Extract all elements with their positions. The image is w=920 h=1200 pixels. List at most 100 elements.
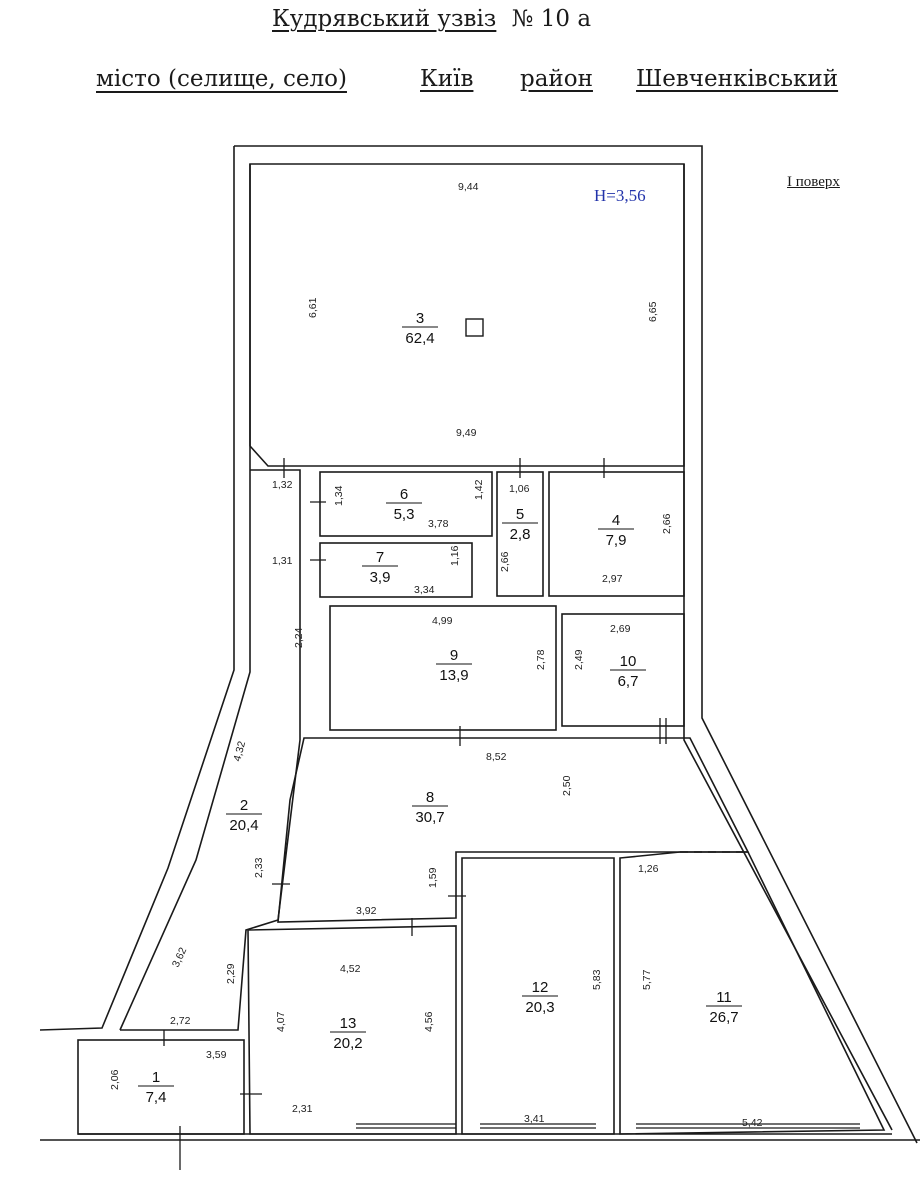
room-6-label: 65,3 (386, 486, 422, 523)
district-label: район (520, 66, 593, 92)
room-4-label: 47,9 (598, 512, 634, 549)
dimension-label: 6,65 (647, 301, 659, 322)
room-10-label: 106,7 (610, 653, 646, 690)
room-area: 20,4 (229, 817, 258, 834)
dimension-label: 2,97 (602, 573, 623, 585)
room-number: 5 (516, 506, 524, 523)
room-12-label: 12 20,3 (522, 979, 558, 1016)
room-number: 3 (416, 310, 424, 327)
room-number: 9 (450, 647, 458, 664)
room-9-outline (329, 605, 557, 731)
dimension-label: 3,92 (356, 905, 377, 917)
room-2-label: 220,4 (226, 797, 262, 834)
district-name: Шевченківський (636, 66, 839, 92)
dimension-label: 2,29 (225, 963, 237, 984)
corridor-2-outline (120, 469, 301, 1031)
street-name: Кудрявський узвіз (272, 6, 497, 32)
dimension-label: 2,69 (610, 623, 631, 635)
room-7-outline (319, 542, 473, 598)
room-number: 8 (426, 789, 434, 806)
room-11-label: 11 26,7 (706, 989, 742, 1026)
dimension-label: 2,50 (561, 775, 573, 796)
room-area: 7,9 (606, 532, 627, 549)
room-7-label: 73,9 (362, 549, 398, 586)
left-inner-wall (119, 164, 251, 1031)
room-13-label: 13 20,2 (330, 1015, 366, 1052)
dimension-label: 1,06 (509, 483, 530, 495)
dimension-label: 2,78 (535, 649, 547, 670)
dimension-label: 1,31 (272, 555, 293, 567)
room-area: 5,3 (394, 506, 415, 523)
room-3-label: 362,4 (402, 310, 438, 347)
room-number: 1 (152, 1069, 160, 1086)
room-4-outline (548, 471, 685, 597)
dimension-label: 1,42 (473, 479, 485, 500)
dimension-label: 9,44 (458, 181, 479, 193)
room-1-outline (77, 1039, 245, 1135)
dimension-label: 3,41 (524, 1113, 545, 1125)
room-number: 11 (716, 989, 732, 1006)
dimension-label: 1,26 (638, 863, 659, 875)
window-mark (480, 1123, 596, 1129)
room-number: 7 (376, 549, 384, 566)
room-8-label: 830,7 (412, 789, 448, 826)
dimension-label: 3,34 (414, 584, 435, 596)
room-number: 10 (620, 653, 637, 670)
dimension-label: 2,66 (499, 551, 511, 572)
building-number: № 10 а (511, 6, 592, 32)
room-area: 62,4 (405, 330, 434, 347)
dimension-label: 4,56 (423, 1011, 435, 1032)
dimension-label: 1,16 (449, 545, 461, 566)
inner-outer-wall (683, 164, 893, 1131)
dimension-label: 1,59 (427, 867, 439, 888)
dimension-label: 2,24 (293, 627, 305, 648)
room-number: 2 (240, 797, 248, 814)
room-8-outline (277, 737, 750, 923)
room-number: 13 (340, 1015, 357, 1032)
door-tick (163, 458, 667, 1170)
dimension-label: 5,42 (742, 1117, 763, 1129)
column-marker (465, 318, 484, 337)
room-number: 12 (532, 979, 549, 996)
dimension-label: 4,52 (340, 963, 361, 975)
room-number: 6 (400, 486, 408, 503)
window-mark (636, 1123, 860, 1129)
dimension-label: 2,33 (253, 857, 265, 878)
room-area: 2,8 (510, 526, 531, 543)
room-area: 3,9 (370, 569, 391, 586)
dimension-label: 5,83 (591, 969, 603, 990)
dimension-label: 2,66 (661, 513, 673, 534)
dimension-label: 2,72 (170, 1015, 191, 1027)
room-6-outline (319, 471, 493, 537)
room-area: 20,3 (525, 999, 554, 1016)
ceiling-height: H=3,56 (594, 186, 646, 205)
dimension-label: 4,07 (275, 1011, 287, 1032)
dimension-label: 9,49 (456, 427, 477, 439)
room-3-outline (249, 163, 685, 467)
room-12-outline (461, 857, 615, 1135)
room-area: 30,7 (415, 809, 444, 826)
room-11-outline (619, 851, 886, 1135)
dimension-label: 5,77 (641, 969, 653, 990)
city-name: Київ (420, 66, 474, 92)
room-5-label: 52,8 (502, 506, 538, 543)
room-area: 7,4 (146, 1089, 167, 1106)
dimension-label: 1,32 (272, 479, 293, 491)
dimension-label: 6,61 (307, 297, 319, 318)
dimension-label: 4,32 (231, 740, 248, 763)
dimension-label: 2,06 (109, 1069, 121, 1090)
left-outer-wall (39, 146, 235, 1031)
room-9-label: 913,9 (436, 647, 472, 684)
room-10-outline (561, 613, 685, 727)
dimension-label: 2,49 (573, 649, 585, 670)
city-label: місто (селище, село) (96, 66, 347, 92)
room-13-outline (247, 925, 457, 1135)
outer-wall (234, 145, 918, 1144)
room-area: 20,2 (333, 1035, 362, 1052)
dimension-label: 8,52 (486, 751, 507, 763)
dimension-label: 1,34 (333, 485, 345, 506)
room-number: 4 (612, 512, 620, 529)
dimension-label: 3,62 (170, 946, 190, 970)
room-area: 26,7 (709, 1009, 738, 1026)
